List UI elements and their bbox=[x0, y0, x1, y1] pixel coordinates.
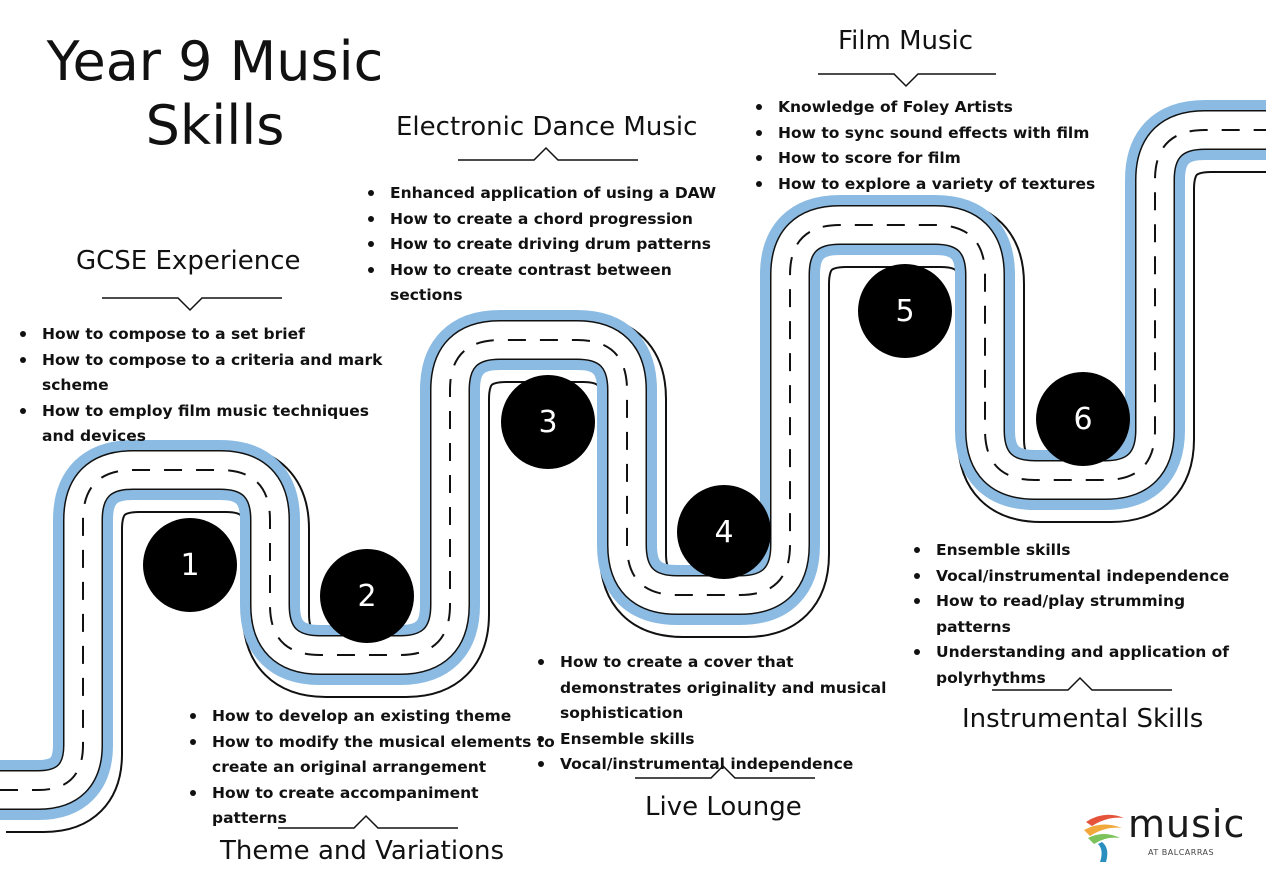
page-title: Year 9 Music Skills bbox=[20, 30, 410, 158]
list-film-music: Knowledge of Foley Artists How to sync s… bbox=[752, 95, 1112, 197]
stop-marker-5 bbox=[858, 264, 952, 358]
list-item: Enhanced application of using a DAW bbox=[364, 181, 744, 207]
divider-caret-film bbox=[818, 73, 996, 88]
stop-marker-1 bbox=[143, 518, 237, 612]
list-theme-and-variations: How to develop an existing theme How to … bbox=[186, 704, 556, 832]
divider-caret-theme bbox=[278, 814, 458, 829]
logo-wordmark: music bbox=[1128, 802, 1246, 846]
logo-subtitle: AT BALCARRAS bbox=[1148, 848, 1215, 857]
list-item: Knowledge of Foley Artists bbox=[752, 95, 1112, 121]
heading-film-music: Film Music bbox=[838, 26, 974, 56]
list-item: Understanding and application of polyrhy… bbox=[910, 640, 1260, 691]
list-item: How to modify the musical elements to cr… bbox=[186, 730, 556, 781]
list-item: Ensemble skills bbox=[910, 538, 1260, 564]
music-at-balcarras-logo: music AT BALCARRAS bbox=[1082, 802, 1244, 870]
logo-swirl-icon bbox=[1084, 814, 1124, 862]
heading-electronic-dance-music: Electronic Dance Music bbox=[396, 112, 698, 142]
list-item: How to create driving drum patterns bbox=[364, 232, 744, 258]
list-item: Vocal/instrumental independence bbox=[534, 752, 914, 778]
divider-caret-instrumental bbox=[992, 676, 1172, 691]
list-gcse-experience: How to compose to a set brief How to com… bbox=[16, 322, 386, 450]
heading-gcse-experience: GCSE Experience bbox=[76, 246, 301, 276]
list-item: How to sync sound effects with film bbox=[752, 121, 1112, 147]
stop-marker-6 bbox=[1036, 372, 1130, 466]
list-item: How to read/play strumming patterns bbox=[910, 589, 1260, 640]
divider-caret-gcse bbox=[102, 297, 282, 312]
list-item: How to score for film bbox=[752, 146, 1112, 172]
page-title-line-2: Skills bbox=[145, 94, 285, 157]
list-item: Ensemble skills bbox=[534, 727, 914, 753]
heading-theme-and-variations: Theme and Variations bbox=[220, 836, 505, 866]
divider-caret-live bbox=[635, 764, 815, 779]
list-item: How to employ film music techniques and … bbox=[16, 399, 386, 450]
list-live-lounge: How to create a cover that demonstrates … bbox=[534, 650, 914, 778]
stop-marker-3 bbox=[501, 375, 595, 469]
list-electronic-dance-music: Enhanced application of using a DAW How … bbox=[364, 181, 744, 309]
list-item: How to explore a variety of textures bbox=[752, 172, 1112, 198]
list-item: How to create accompaniment patterns bbox=[186, 781, 556, 832]
stop-marker-4 bbox=[677, 485, 771, 579]
list-item: How to compose to a criteria and mark sc… bbox=[16, 348, 386, 399]
divider-caret-edm bbox=[458, 146, 638, 161]
list-item: How to create a cover that demonstrates … bbox=[534, 650, 914, 727]
heading-live-lounge: Live Lounge bbox=[645, 792, 802, 822]
list-item: How to develop an existing theme bbox=[186, 704, 556, 730]
list-item: How to create a chord progression bbox=[364, 207, 744, 233]
list-instrumental-skills: Ensemble skills Vocal/instrumental indep… bbox=[910, 538, 1260, 691]
list-item: How to create contrast between sections bbox=[364, 258, 744, 309]
heading-instrumental-skills: Instrumental Skills bbox=[962, 704, 1204, 734]
page-title-line-1: Year 9 Music bbox=[46, 30, 384, 93]
stop-marker-2 bbox=[320, 549, 414, 643]
list-item: Vocal/instrumental independence bbox=[910, 564, 1260, 590]
list-item: How to compose to a set brief bbox=[16, 322, 386, 348]
